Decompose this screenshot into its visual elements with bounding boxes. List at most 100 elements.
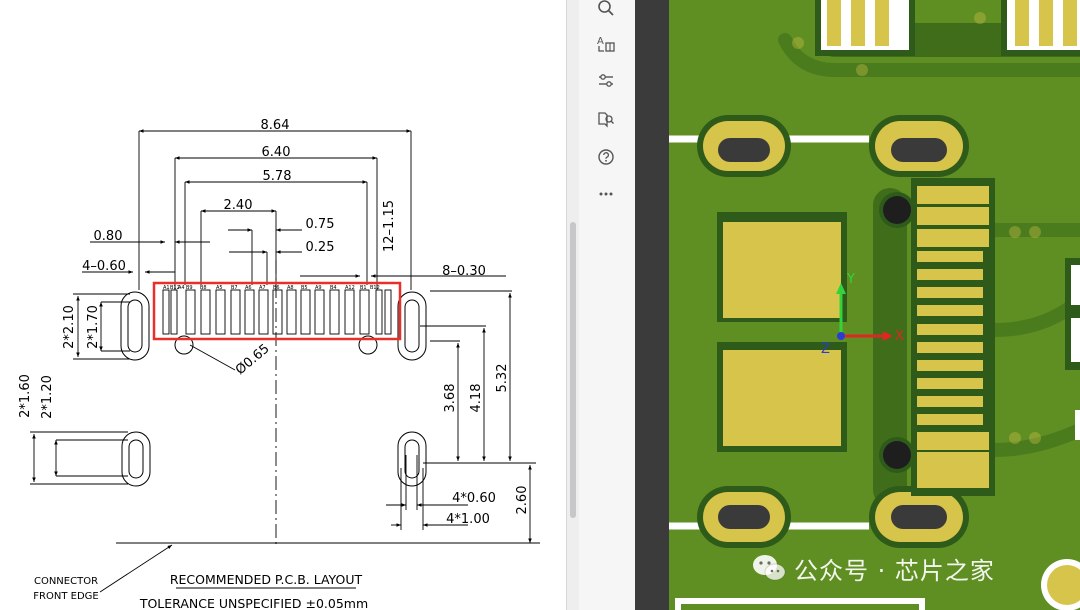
dim-12x1.15: 12–1.15 [382,200,397,252]
dim-2x1.70: 2*1.70 [86,305,101,349]
dim-8.64: 8.64 [261,118,290,133]
pin-label: B9 [186,285,193,291]
adjust-icon [599,74,613,87]
pcb-3d-view[interactable]: Y X Z [635,0,1080,610]
connector-finger [917,470,989,488]
scrollbar-thumb[interactable] [570,222,576,518]
signal-pad [244,289,255,335]
connector-finger [917,251,983,262]
help-icon [598,149,614,165]
signal-pad [359,289,370,335]
pin-label: B1 [360,285,367,291]
pin-label: A5 [216,285,223,291]
pin-label: B6 [273,285,280,291]
pin-label: B4 [330,285,337,291]
axis-x-label: X [895,329,904,344]
dim-4x1.00-slot: 4*1.00 [446,512,490,527]
signal-pad [344,289,355,335]
mounting-slot-outline [397,291,427,361]
square-pads [717,212,847,452]
axis-gizmo: Y X Z [821,272,904,357]
pin-label: A6 [245,285,252,291]
pin-label: B5 [301,285,308,291]
watermark: 公众号 · 芯片之家 [752,551,995,585]
dim-2x1.20: 2*1.20 [40,375,55,419]
signal-pad [329,289,340,335]
search-button[interactable] [593,0,619,21]
dim-0.25: 0.25 [306,240,335,255]
connector-finger [917,452,989,470]
pin-label: A7 [259,285,266,291]
pane-divider [566,0,567,610]
dim-2x1.60: 2*1.60 [18,374,33,418]
connector-finger [917,186,989,204]
dim-5.32: 5.32 [495,364,510,393]
signal-pad [200,289,211,335]
pin-label: A9 [315,285,322,291]
signal-pad [230,289,241,335]
adjust-button[interactable] [593,68,619,94]
connector-label: CONNECTOR [34,576,98,587]
book-search-icon [598,112,614,128]
search-icon [598,0,614,16]
dim-5.78: 5.78 [263,169,292,184]
translate-button[interactable]: A [593,31,619,57]
connector-finger [917,414,983,425]
dim-2.40: 2.40 [224,198,253,213]
signal-pad [300,289,311,335]
signal-pad [215,289,226,335]
mounting-pads [697,115,969,548]
connector-fingers [917,186,989,488]
pin-label: A8 [287,285,294,291]
mounting-slot-outline [120,291,150,361]
pin-label: A12 [345,285,355,291]
pin-label: B7 [231,285,238,291]
pin-label: B8 [200,285,207,291]
connector-finger [917,287,983,298]
layout-title: RECOMMENDED P.C.B. LAYOUT [170,572,363,587]
front-edge-label: FRONT EDGE [33,591,98,602]
pin-label: A1 [163,285,170,291]
connector-finger [917,360,983,371]
dim-4x0.60-slot: 4*0.60 [452,491,496,506]
dim-0.75: 0.75 [306,217,335,232]
axis-y-label: Y [846,272,855,287]
signal-pad [162,289,170,335]
signal-pad [375,289,383,335]
connector-finger [917,342,983,353]
mounting-slot-outline [121,431,151,487]
help-button[interactable] [593,144,619,170]
dim-6.40: 6.40 [262,145,291,160]
highlight-box [152,281,402,341]
connector-finger [917,269,983,280]
signal-pad [272,289,283,335]
pin-label: A4 [178,285,185,291]
side-toolbar: A [567,0,635,610]
dim-hole-dia: Ø0.65 [233,341,273,378]
svg-text:A: A [597,36,604,47]
scrollbar[interactable] [567,0,579,610]
translate-icon: A [597,36,615,52]
watermark-text: 公众号 · 芯片之家 [794,556,995,585]
book-search-button[interactable] [593,106,619,132]
more-button[interactable] [593,181,619,207]
dim-4.18: 4.18 [469,384,484,413]
signal-pad [286,289,297,335]
dim-3.68: 3.68 [443,384,458,413]
signal-pad [384,289,392,335]
dim-0.80: 0.80 [94,229,123,244]
signal-pad-row [162,289,392,335]
axis-z-label: Z [821,342,830,357]
tolerance-note: TOLERANCE UNSPECIFIED ±0.05mm [139,596,368,610]
connector-finger [917,432,989,450]
connector-finger [917,396,983,407]
signal-pad [170,289,178,335]
connector-finger [917,378,983,389]
connector-finger [917,324,983,335]
signal-pad [185,289,196,335]
pcb-canvas: Y X Z [635,0,1080,610]
connector-finger [917,207,989,225]
